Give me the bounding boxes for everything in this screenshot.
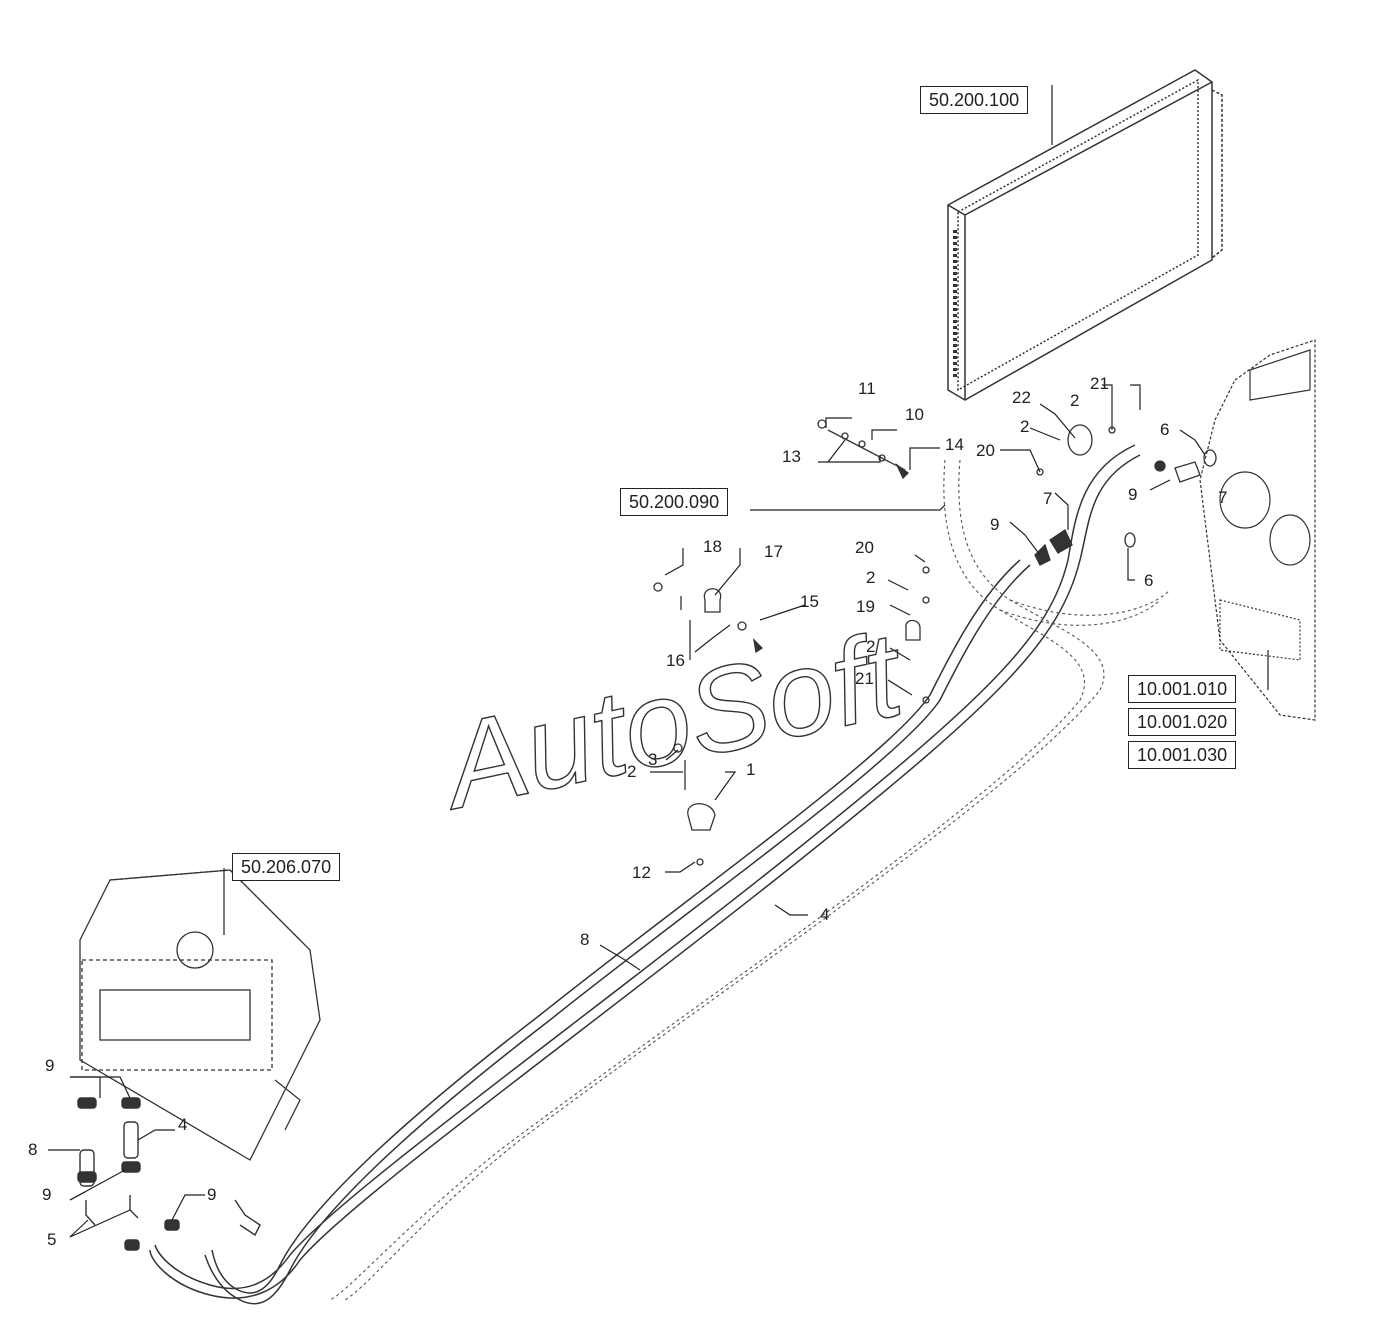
- hose-8-and-4: [149, 444, 1141, 1305]
- callout-9-mid: 9: [990, 515, 999, 534]
- callout-14: 14: [945, 435, 964, 454]
- callout-4-hose: 4: [820, 905, 829, 924]
- ref-box-10-001-030: 10.001.030: [1128, 741, 1237, 769]
- callout-2-top-right: 2: [1070, 391, 1079, 410]
- ref-box-10-001-010: 10.001.010: [1128, 675, 1237, 703]
- callout-16: 16: [666, 651, 685, 670]
- callout-11: 11: [858, 379, 876, 398]
- callout-9-left-bottom: 9: [207, 1185, 216, 1204]
- callout-6-bottom: 6: [1144, 571, 1153, 590]
- dashed-harness: [329, 459, 1171, 1301]
- callout-12: 12: [632, 863, 651, 882]
- ref-box-50-206-070: 50.206.070: [232, 853, 341, 881]
- hvac-box: [79, 869, 321, 1161]
- callout-5: 5: [47, 1230, 56, 1249]
- callout-8-hose: 8: [580, 930, 589, 949]
- callout-2-mid-b: 2: [866, 637, 875, 656]
- callout-17: 17: [764, 542, 783, 561]
- ref-box-10-001-020: 10.001.020: [1128, 708, 1237, 736]
- callout-4-left: 4: [178, 1115, 187, 1134]
- callout-20-mid: 20: [855, 538, 874, 557]
- callout-labels: 11 10 13 14 22 21 2 2 20 6 7 9 7 9 6 18 …: [28, 374, 1227, 1249]
- callout-20-top: 20: [976, 441, 995, 460]
- callout-9-right: 9: [1128, 485, 1137, 504]
- callout-8-left: 8: [28, 1140, 37, 1159]
- watermark-text: AutoSoft: [428, 606, 917, 835]
- callout-15: 15: [800, 592, 819, 611]
- callout-22: 22: [1012, 388, 1031, 407]
- callout-10: 10: [905, 405, 924, 424]
- hvac-hoses: [77, 1097, 261, 1251]
- callout-21-top: 21: [1090, 374, 1109, 393]
- ref-box-50-200-090: 50.200.090: [620, 488, 729, 516]
- callout-13: 13: [782, 447, 801, 466]
- callout-7-mid: 7: [1043, 489, 1052, 508]
- callout-19: 19: [856, 597, 875, 616]
- leader-lines: [48, 85, 1269, 1238]
- callout-9-left-top: 9: [45, 1056, 54, 1075]
- callout-18: 18: [703, 537, 722, 556]
- engine-block: [1199, 339, 1316, 721]
- callout-7-right: 7: [1218, 488, 1227, 507]
- callout-21-mid: 21: [855, 669, 874, 688]
- callout-6-top: 6: [1160, 420, 1169, 439]
- condenser-panel: [947, 69, 1223, 401]
- callout-2-low: 2: [627, 762, 636, 781]
- callout-2-mid-a: 2: [866, 568, 875, 587]
- callout-3: 3: [648, 750, 657, 769]
- callout-1: 1: [746, 760, 755, 779]
- ref-box-50-200-100: 50.200.100: [920, 86, 1029, 114]
- callout-2-top-mid: 2: [1020, 417, 1029, 436]
- callout-9-left-mid: 9: [42, 1185, 51, 1204]
